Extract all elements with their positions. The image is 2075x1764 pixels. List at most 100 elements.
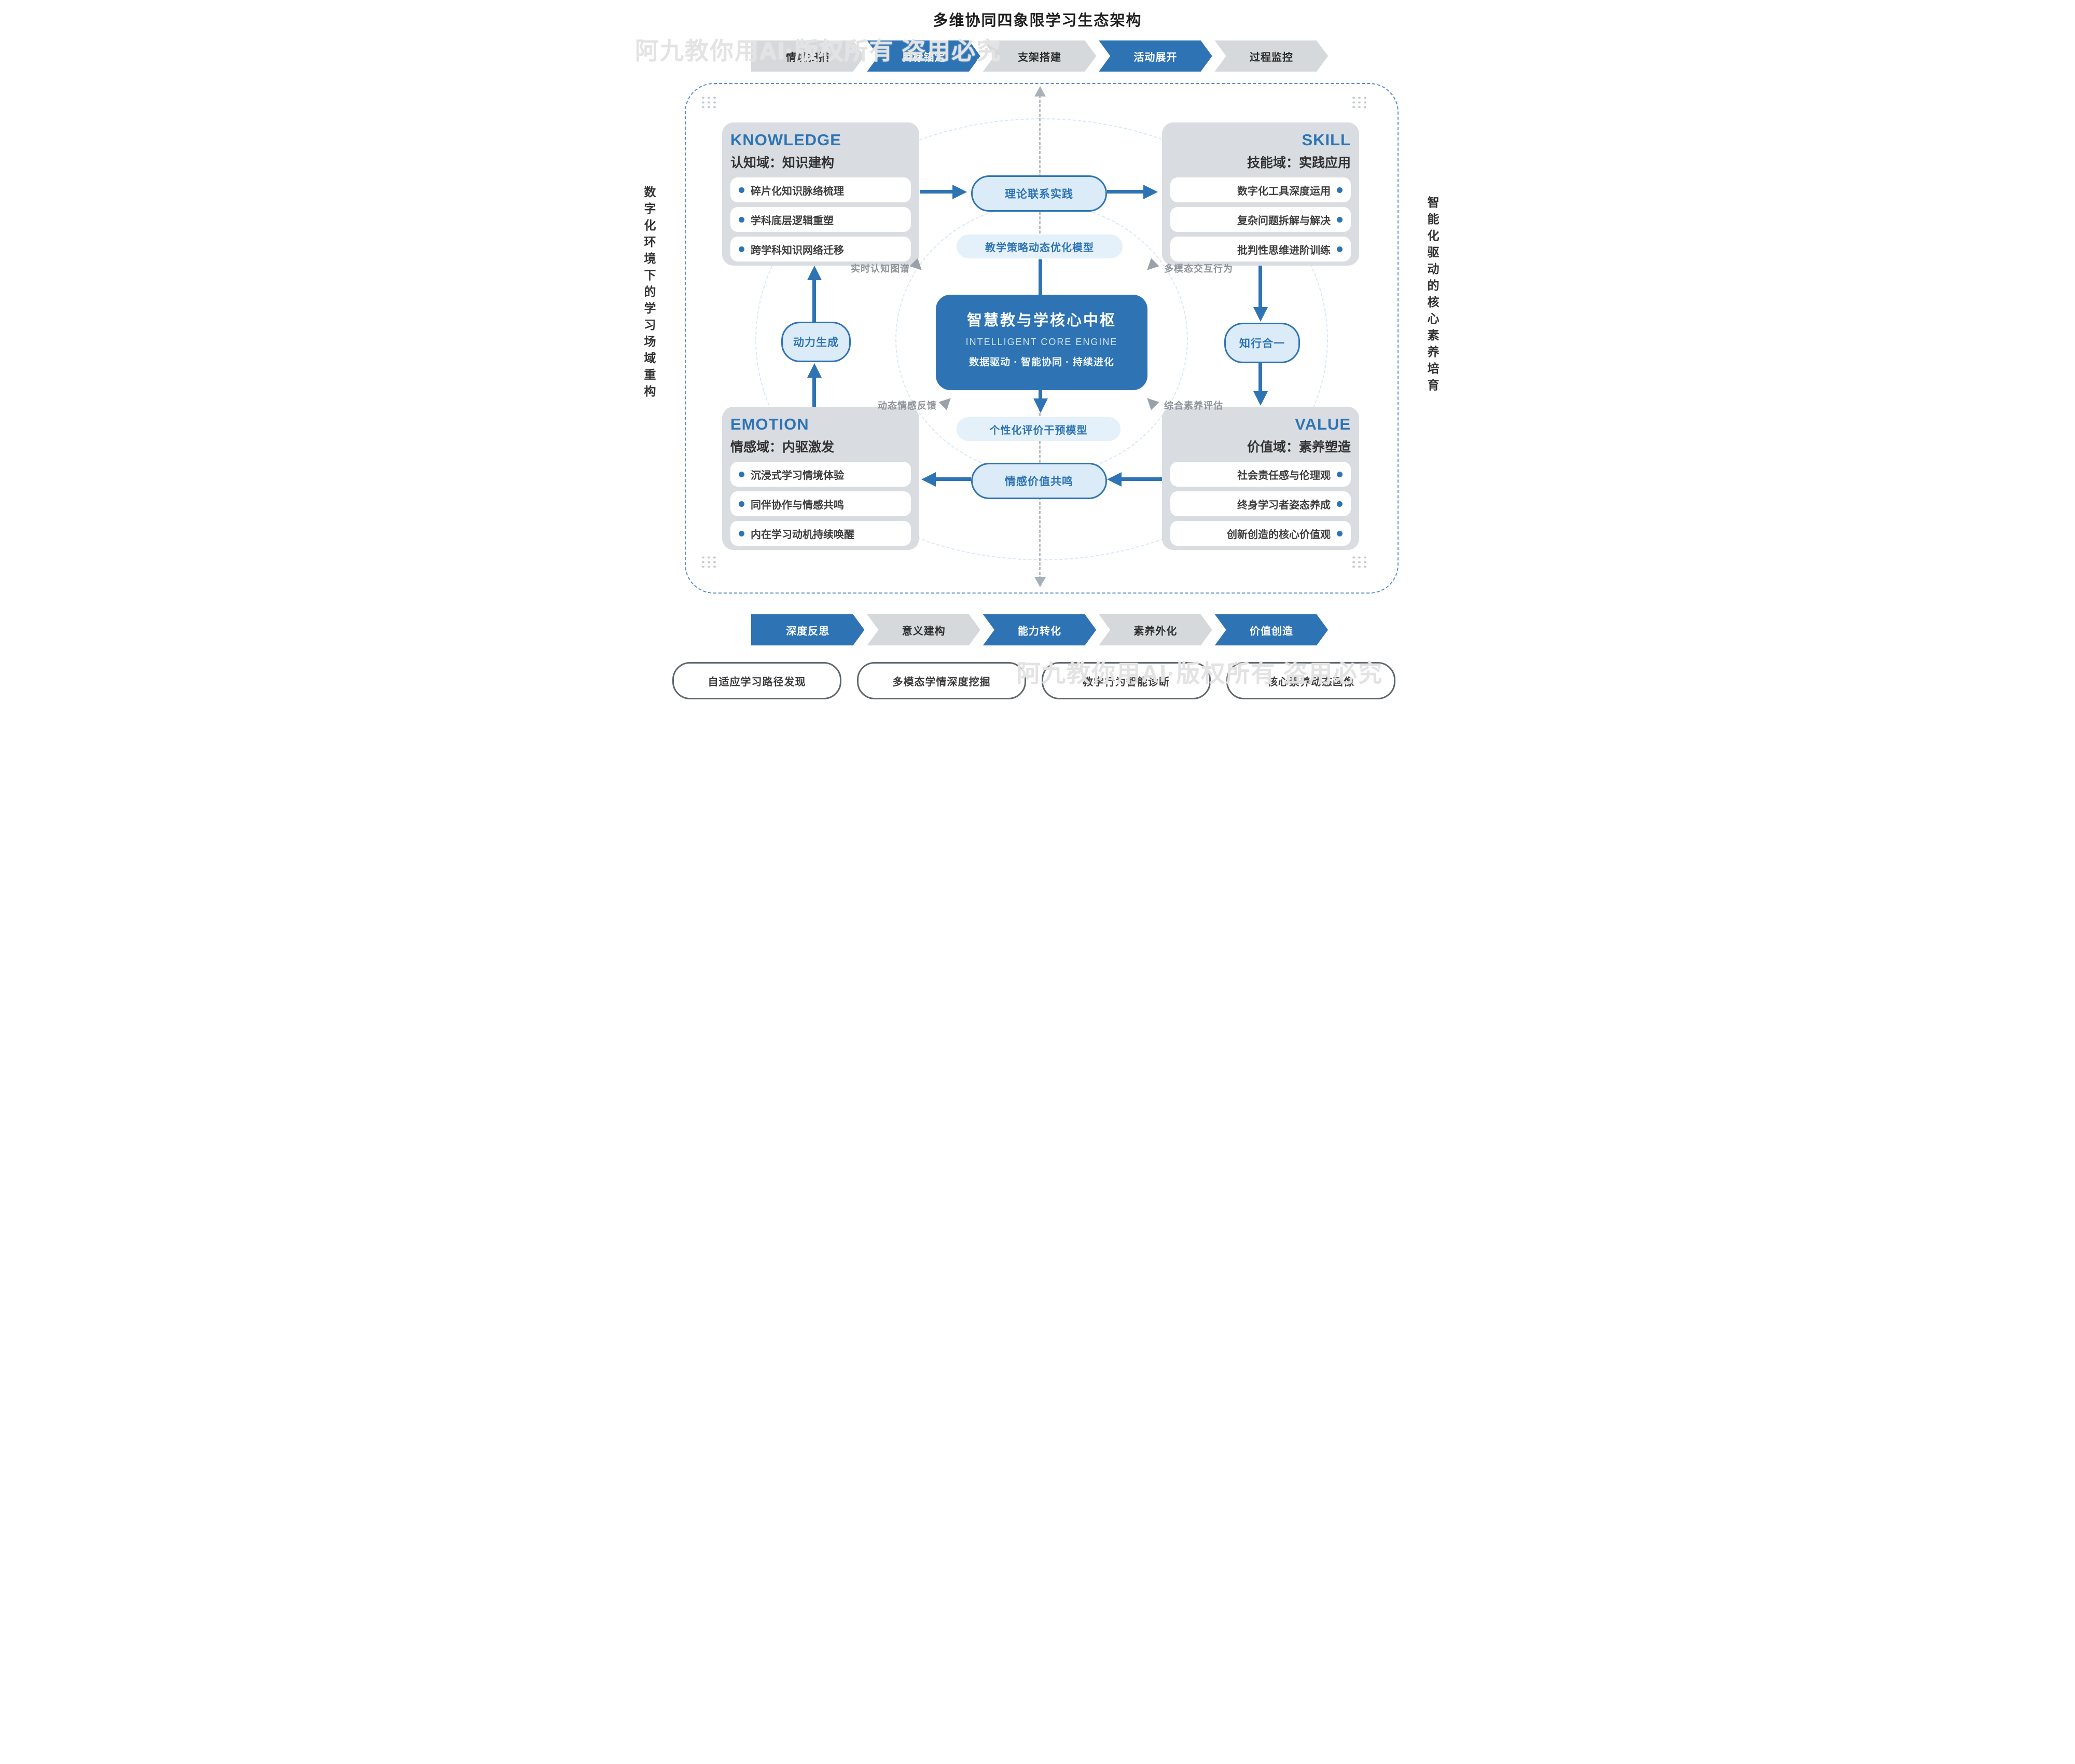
pill-knowing-doing: 知行合一 — [1224, 323, 1300, 363]
arrow-resonance-to-emotion — [936, 477, 971, 481]
knowledge-title: KNOWLEDGE — [730, 131, 841, 149]
axis-arrow-down-icon — [1034, 577, 1046, 587]
emotion-item: 内在学习动机持续唤醒 — [730, 521, 911, 546]
bottom-flow-step-4: 素养外化 — [1099, 614, 1212, 645]
arrowhead-right-icon — [1143, 185, 1158, 199]
arrow-theory-to-skill — [1107, 190, 1143, 194]
bullet-icon — [739, 246, 744, 252]
knowledge-item: 碎片化知识脉络梳理 — [730, 177, 911, 202]
hub-subtitle: INTELLIGENT CORE ENGINE — [965, 337, 1118, 347]
skill-item-label: 数字化工具深度运用 — [1237, 185, 1331, 197]
bottom-flow-step-1: 深度反思 — [751, 614, 864, 645]
emotion-title: EMOTION — [730, 415, 809, 433]
strip-teaching-model: 教学策略动态优化模型 — [957, 235, 1123, 258]
top-flow-bar: 情境扫描 目标锚定 支架搭建 活动展开 过程监控 — [751, 40, 1328, 72]
top-flow-step-1: 情境扫描 — [751, 40, 864, 72]
bottom-flow-step-2: 意义建构 — [867, 614, 980, 645]
knowledge-subtitle: 认知域：知识建构 — [730, 156, 835, 170]
knowledge-item-label: 学科底层逻辑重塑 — [751, 215, 834, 227]
value-title: VALUE — [1295, 415, 1351, 433]
bottom-flow-bar: 深度反思 意义建构 能力转化 素养外化 价值创造 — [751, 614, 1328, 645]
value-item-label: 社会责任感与伦理观 — [1237, 470, 1331, 481]
quadrant-emotion: EMOTION 情感域：内驱激发 沉浸式学习情境体验 同伴协作与情感共鸣 内在学… — [722, 407, 919, 550]
arrow-knowing-doing-to-value — [1258, 361, 1262, 391]
outer-dashed-ellipse — [755, 118, 1328, 560]
capability-pill-competency-portrait: 核心素养动态画像 — [1226, 662, 1395, 699]
emotion-item: 沉浸式学习情境体验 — [730, 462, 911, 487]
emotion-item-label: 同伴协作与情感共鸣 — [751, 499, 844, 511]
bullet-icon — [739, 501, 744, 507]
arrow-value-to-resonance — [1122, 477, 1162, 481]
top-flow-step-3: 支架搭建 — [983, 40, 1096, 72]
emotion-item: 同伴协作与情感共鸣 — [730, 491, 911, 516]
skill-item-label: 复杂问题拆解与解决 — [1237, 215, 1331, 227]
value-item-label: 创新创造的核心价值观 — [1227, 529, 1331, 541]
quadrant-knowledge: KNOWLEDGE 认知域：知识建构 碎片化知识脉络梳理 学科底层逻辑重塑 跨学… — [722, 122, 919, 266]
knowledge-item-label: 跨学科知识网络迁移 — [751, 244, 844, 256]
arrow-skill-to-knowing-doing — [1258, 266, 1262, 307]
value-item: 社会责任感与伦理观 — [1170, 462, 1351, 487]
knowledge-item: 跨学科知识网络迁移 — [730, 237, 911, 261]
capability-pill-adaptive-path: 自适应学习路径发现 — [672, 662, 841, 699]
knowledge-item: 学科底层逻辑重塑 — [730, 207, 911, 232]
outer-dashed-frame — [685, 83, 1399, 594]
quadrant-value: VALUE 价值域：素养塑造 社会责任感与伦理观 终身学习者姿态养成 创新创造的… — [1162, 407, 1359, 550]
bullet-icon — [1337, 246, 1343, 252]
side-label-right: 智能化驱动的核心素养培育 — [1426, 196, 1439, 395]
arrowhead-right-icon — [952, 185, 967, 199]
quadrant-skill: SKILL 技能域：实践应用 数字化工具深度运用 复杂问题拆解与解决 批判性思维… — [1162, 122, 1359, 266]
label-multimodal-interaction: 多模态交互行为 — [1164, 264, 1233, 274]
value-item-label: 终身学习者姿态养成 — [1237, 499, 1331, 511]
capability-pill-multimodal-mining: 多模态学情深度挖掘 — [857, 662, 1026, 699]
bullet-icon — [1337, 187, 1343, 193]
bullet-icon — [739, 530, 744, 536]
label-comprehensive-assessment: 综合素养评估 — [1164, 401, 1223, 411]
pill-theory-practice: 理论联系实践 — [971, 175, 1107, 212]
top-flow-step-5: 过程监控 — [1215, 40, 1328, 72]
corner-dots-bottom-left — [700, 555, 717, 568]
skill-title: SKILL — [1302, 131, 1351, 149]
skill-item: 数字化工具深度运用 — [1170, 177, 1351, 202]
bottom-flow-step-3: 能力转化 — [983, 614, 1096, 645]
value-subtitle: 价值域：素养塑造 — [1247, 440, 1351, 454]
bullet-icon — [739, 187, 744, 193]
pill-motivation: 动力生成 — [781, 322, 851, 362]
arrowhead-down-icon — [1033, 398, 1048, 413]
bullet-icon — [739, 471, 744, 477]
emotion-item-label: 内在学习动机持续唤醒 — [751, 529, 854, 541]
value-item: 终身学习者姿态养成 — [1170, 491, 1351, 516]
emotion-item-label: 沉浸式学习情境体验 — [751, 470, 844, 481]
skill-item: 批判性思维进阶训练 — [1170, 237, 1351, 261]
label-dynamic-emotion-feedback: 动态情感反馈 — [878, 401, 937, 411]
bullet-icon — [1337, 216, 1343, 223]
arrowhead-down-icon — [1253, 307, 1268, 322]
emotion-subtitle: 情感域：内驱激发 — [730, 440, 835, 454]
page-title: 多维协同四象限学习生态架构 — [933, 12, 1142, 29]
hub-tagline: 数据驱动 · 智能协同 · 持续进化 — [969, 357, 1114, 368]
skill-item-label: 批判性思维进阶训练 — [1237, 244, 1331, 256]
bullet-icon — [1337, 471, 1343, 477]
capability-pill-teaching-diagnosis: 教学行为智能诊断 — [1042, 662, 1211, 699]
bullet-icon — [1337, 501, 1343, 507]
connector-hub-to-strip — [1039, 390, 1042, 398]
arrowhead-left-icon — [921, 472, 936, 487]
side-label-left: 数字化环境下的学习场域重构 — [642, 186, 656, 402]
label-realtime-cognitive-map: 实时认知图谱 — [851, 264, 910, 274]
arrowhead-up-icon — [807, 363, 822, 378]
skill-item: 复杂问题拆解与解决 — [1170, 207, 1351, 232]
arrowhead-up-icon — [807, 266, 822, 280]
arrowhead-left-icon — [1107, 472, 1122, 487]
pill-emotion-resonance: 情感价值共鸣 — [971, 463, 1107, 499]
corner-dots-bottom-right — [1351, 555, 1367, 568]
arrow-emotion-to-motivation — [812, 378, 816, 407]
bullet-icon — [1337, 530, 1343, 536]
arrow-knowledge-to-theory — [920, 190, 952, 194]
top-flow-step-2: 目标锚定 — [867, 40, 980, 72]
bottom-flow-step-5: 价值创造 — [1215, 614, 1328, 645]
bullet-icon — [739, 216, 744, 223]
arrowhead-down-icon — [1253, 391, 1268, 406]
value-item: 创新创造的核心价值观 — [1170, 521, 1351, 546]
knowledge-item-label: 碎片化知识脉络梳理 — [751, 185, 844, 197]
skill-subtitle: 技能域：实践应用 — [1247, 156, 1351, 170]
arrow-motivation-to-knowledge — [812, 280, 816, 322]
